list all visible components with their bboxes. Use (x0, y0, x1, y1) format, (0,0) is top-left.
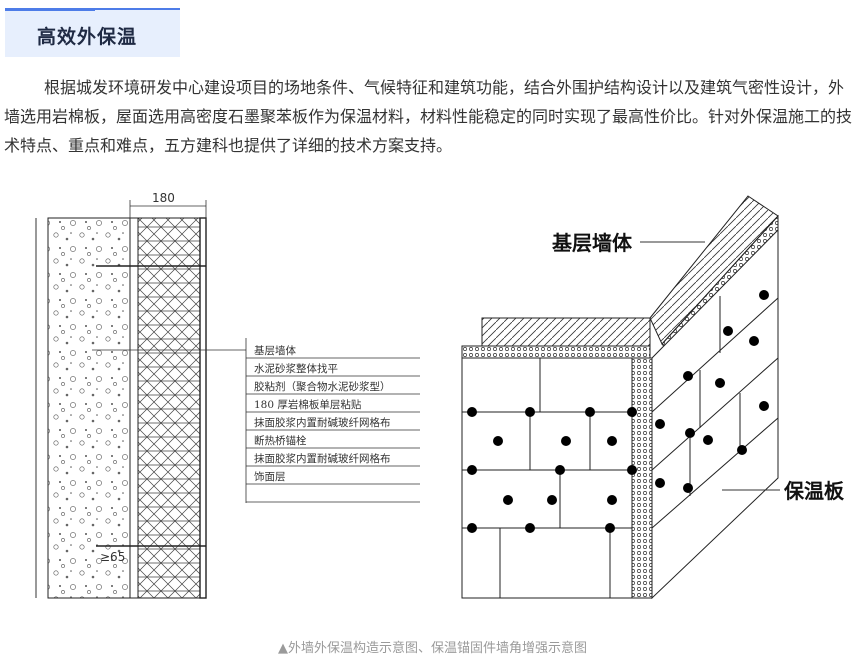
layer-legend: 基层墙体 水泥砂浆整体找平 胶粘剂（聚合物水泥砂浆型） 180 厚岩棉板单层粘贴… (246, 344, 420, 503)
layer-label: 断热桥锚栓 (254, 434, 307, 447)
figure: 180 ≥65 基层墙体 水泥砂浆整体找平 胶粘剂（聚合物水泥砂浆型） 180 … (0, 178, 865, 618)
layer-label: 饰面层 (254, 470, 286, 483)
figure-caption: ▲外墙外保温构造示意图、保温锚固件墙角增强示意图 (278, 641, 587, 656)
layer-label: 180 厚岩棉板单层粘贴 (254, 398, 362, 411)
dimension-label: 180 (152, 191, 175, 205)
layer-label: 胶粘剂（聚合物水泥砂浆型） (254, 380, 391, 393)
section-heading: 高效外保温 (5, 8, 180, 57)
min-embed-mark: ≥65 (100, 550, 125, 564)
section-title: 高效外保温 (37, 26, 138, 48)
wall-section-detail: 180 ≥65 (35, 191, 247, 599)
layer-label: 抹面胶浆内置耐碱玻纤网格布 (254, 452, 391, 465)
heading-accent-bar (5, 8, 95, 11)
corner-anchor-diagram: 基层墙体 保温板 (461, 195, 845, 600)
insulation-board-label: 保温板 (783, 479, 845, 503)
layer-label: 基层墙体 (254, 344, 296, 357)
layer-label: 水泥砂浆整体找平 (254, 362, 338, 375)
body-paragraph: 根据城发环境研发中心建设项目的场地条件、气候特征和建筑功能，结合外围护结构设计以… (4, 78, 853, 155)
base-wall-label: 基层墙体 (552, 231, 633, 255)
layer-label: 抹面胶浆内置耐碱玻纤网格布 (254, 416, 391, 429)
